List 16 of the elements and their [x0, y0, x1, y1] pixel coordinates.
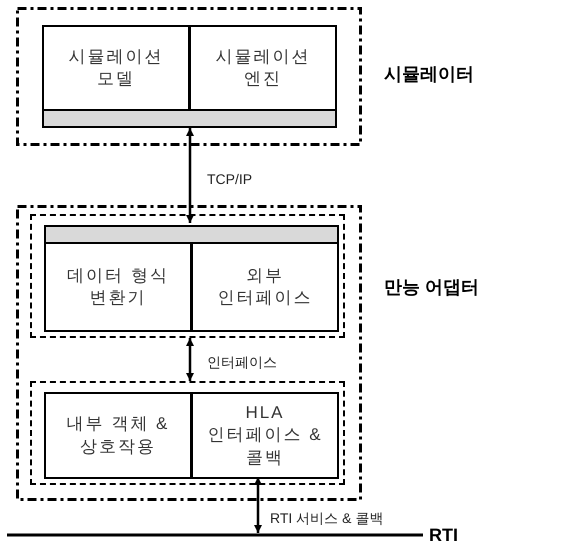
interface-bar [42, 109, 337, 128]
bus-label: RTI [429, 525, 458, 546]
group-label: 시뮬레이터 [384, 63, 474, 86]
component-box: 데이터 형식 변환기 [44, 242, 192, 332]
component-box: 시뮬레이션 모델 [42, 25, 190, 111]
double-arrow [254, 477, 262, 533]
double-arrow [186, 338, 194, 381]
edge-label: TCP/IP [205, 171, 254, 187]
module-frame [30, 381, 345, 485]
component-box: HLA 인터페이스 & 콜백 [191, 392, 339, 479]
group-label: 만능 어댑터 [384, 276, 480, 299]
module-frame [30, 214, 345, 338]
component-box: 내부 객체 & 상호작용 [44, 392, 192, 479]
component-box: 시뮬레이션 엔진 [189, 25, 337, 111]
component-box: 외부 인터페이스 [191, 242, 339, 332]
double-arrow [186, 128, 194, 223]
